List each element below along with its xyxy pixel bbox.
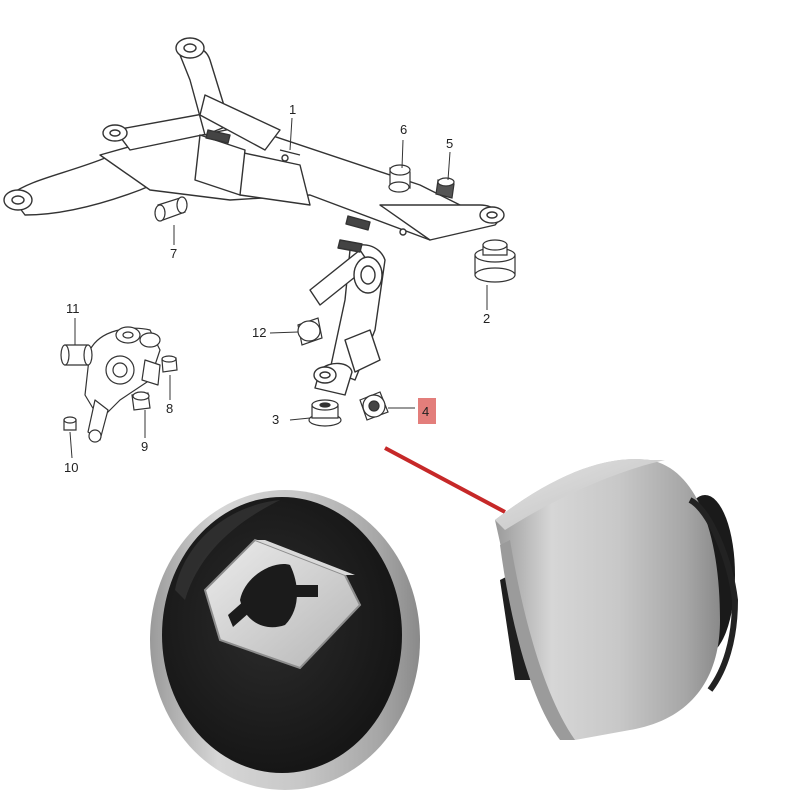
bushing-part-3 xyxy=(308,399,342,427)
callout-8: 8 xyxy=(166,401,173,416)
callout-6: 6 xyxy=(400,122,407,137)
callout-labels: 1 6 5 7 2 12 11 8 9 10 3 4 xyxy=(64,102,490,475)
bushing-part-5 xyxy=(435,177,455,199)
bushing-part-9 xyxy=(131,391,151,411)
bushing-part-12 xyxy=(297,317,323,346)
bushing-photo-front xyxy=(150,490,420,790)
bushing-part-4 xyxy=(359,391,389,421)
callout-12: 12 xyxy=(252,325,266,340)
rear-subframe-drawing xyxy=(3,37,505,396)
leader-lines xyxy=(69,117,488,459)
bushing-part-6 xyxy=(388,164,411,193)
callout-5: 5 xyxy=(446,136,453,151)
callout-4: 4 xyxy=(422,404,429,419)
bushing-metal-insert xyxy=(203,538,362,670)
callout-2: 2 xyxy=(483,311,490,326)
callout-1: 1 xyxy=(289,102,296,117)
bushing-part-2 xyxy=(474,239,516,283)
callout-10: 10 xyxy=(64,460,78,475)
callout-3: 3 xyxy=(272,412,279,427)
bushing-part-8 xyxy=(161,355,178,373)
callout-7: 7 xyxy=(170,246,177,261)
knuckle-drawing xyxy=(84,326,161,443)
callout-11: 11 xyxy=(66,301,80,316)
bushing-part-10 xyxy=(63,416,77,431)
bushing-part-7 xyxy=(154,196,188,222)
callout-9: 9 xyxy=(141,439,148,454)
bushing-part-11 xyxy=(60,344,93,366)
bushing-photo-side xyxy=(495,459,739,740)
pointer-line xyxy=(384,446,506,514)
callout-4-highlight xyxy=(418,398,436,424)
